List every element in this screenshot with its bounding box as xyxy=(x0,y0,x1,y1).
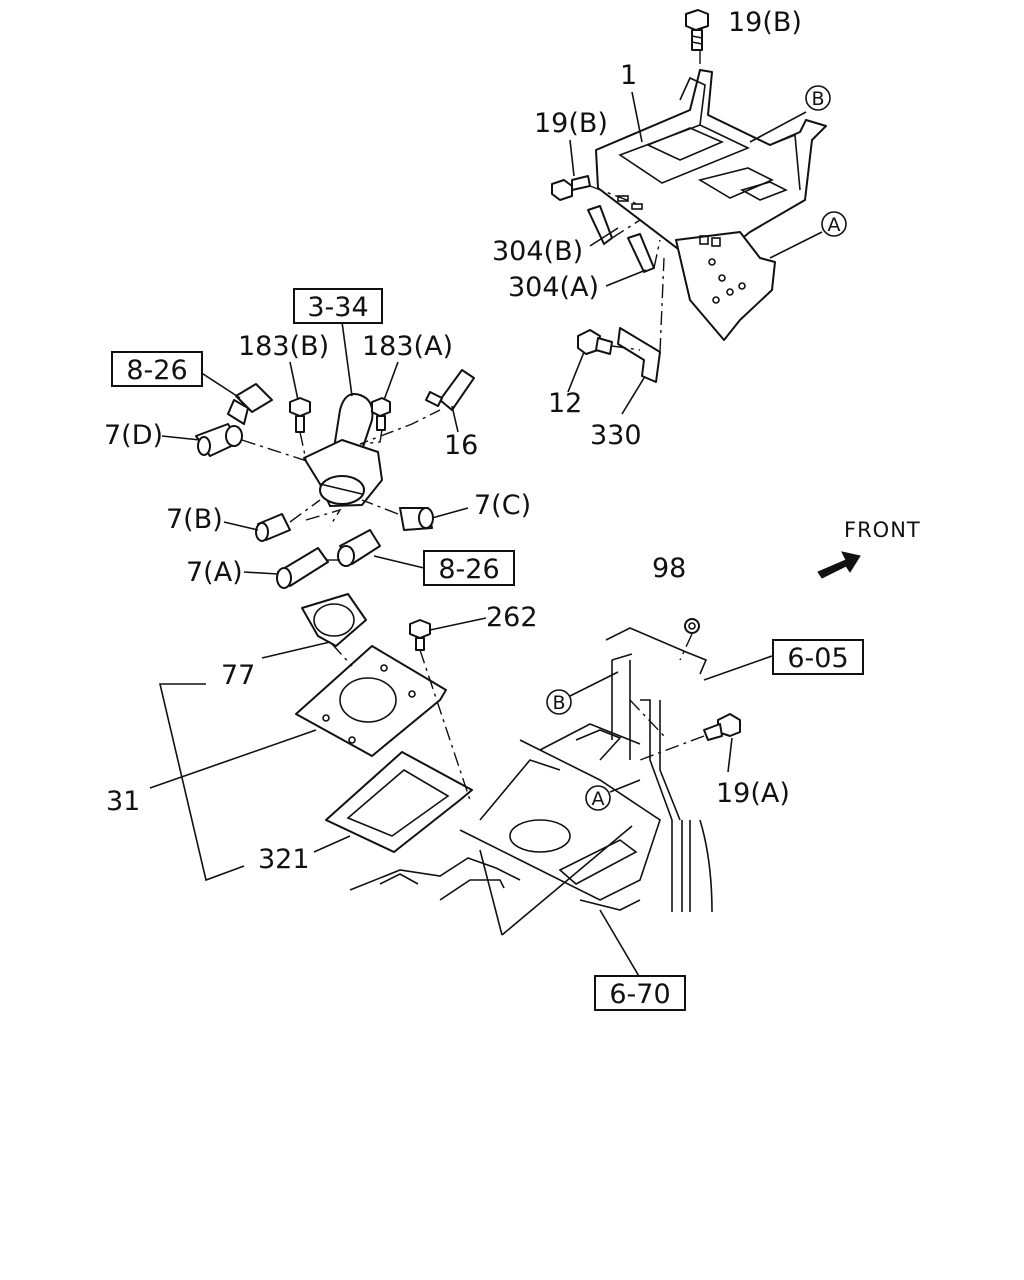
fitting-7d xyxy=(195,423,243,457)
label-7c: 7(C) xyxy=(474,490,531,521)
label-front: FRONT xyxy=(844,518,921,542)
fitting-7a xyxy=(276,547,329,589)
bracket-assembly xyxy=(551,9,827,383)
bolt-262 xyxy=(409,619,431,651)
label-304b: 304(B) xyxy=(492,236,583,267)
ref-6-05-label: 6-05 xyxy=(787,643,848,674)
ref-box-6-70[interactable]: 6-70 xyxy=(594,975,686,1011)
bolt-183b xyxy=(289,397,311,433)
shift-housing-assembly xyxy=(195,369,475,589)
ref-box-8-26-left[interactable]: 8-26 xyxy=(111,351,203,387)
label-7b: 7(B) xyxy=(166,504,223,535)
label-262: 262 xyxy=(486,602,538,633)
circle-ref-a-bottom: A xyxy=(585,785,611,811)
svg-text:A: A xyxy=(828,214,841,236)
ref-6-70-label: 6-70 xyxy=(609,979,670,1010)
ref-box-3-34[interactable]: 3-34 xyxy=(293,288,383,324)
plate-stack xyxy=(295,593,473,853)
label-19a: 19(A) xyxy=(716,778,790,809)
sensor-8-26-mid xyxy=(337,529,381,567)
ref-8-26-left-label: 8-26 xyxy=(126,355,187,386)
bolt-19b-left xyxy=(551,175,591,201)
label-12: 12 xyxy=(548,388,582,419)
label-77: 77 xyxy=(221,660,255,691)
label-98: 98 xyxy=(652,553,686,584)
cab-floor-frame xyxy=(349,618,741,913)
label-7a: 7(A) xyxy=(186,557,243,588)
ref-box-8-26-mid[interactable]: 8-26 xyxy=(423,550,515,586)
svg-text:A: A xyxy=(592,788,605,810)
bolt-19b-top xyxy=(685,9,709,51)
label-321: 321 xyxy=(258,844,310,875)
ref-3-34-label: 3-34 xyxy=(307,292,368,323)
ref-8-26-mid-label: 8-26 xyxy=(438,554,499,585)
circle-ref-b-top: B xyxy=(805,85,831,111)
svg-text:B: B xyxy=(552,692,565,714)
sensor-8-26-left xyxy=(227,383,273,425)
label-19b-top: 19(B) xyxy=(728,7,802,38)
label-304a: 304(A) xyxy=(508,272,599,303)
label-1: 1 xyxy=(620,60,637,91)
sensor-16 xyxy=(425,369,475,411)
circle-ref-b-bottom: B xyxy=(546,689,572,715)
label-183b: 183(B) xyxy=(238,331,329,362)
label-330: 330 xyxy=(590,420,642,451)
fitting-7b xyxy=(255,513,291,542)
fitting-7c xyxy=(399,507,434,531)
label-7d: 7(D) xyxy=(104,420,163,451)
label-31: 31 xyxy=(106,786,140,817)
bolt-183a xyxy=(371,397,391,431)
svg-text:B: B xyxy=(811,88,824,110)
label-183a: 183(A) xyxy=(362,331,453,362)
leader-lines xyxy=(149,91,823,979)
bolt-12 xyxy=(577,329,613,355)
label-19b-left: 19(B) xyxy=(534,108,608,139)
circle-ref-a-top: A xyxy=(821,211,847,237)
label-16: 16 xyxy=(444,430,478,461)
bolt-19a xyxy=(703,713,741,741)
front-arrow xyxy=(817,551,861,579)
ref-box-6-05[interactable]: 6-05 xyxy=(772,639,864,675)
